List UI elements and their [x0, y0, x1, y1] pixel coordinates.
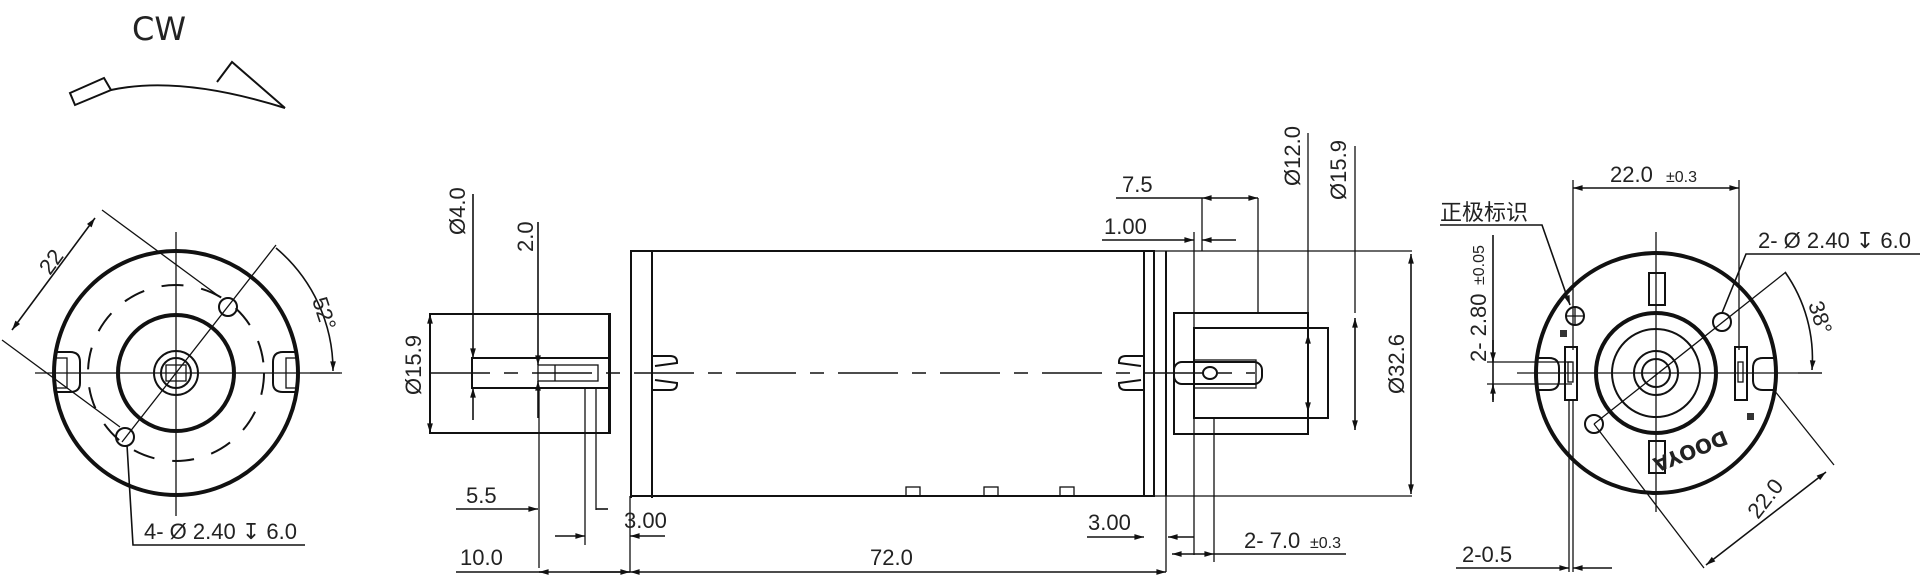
- terminal-spacing-tol: ±0.3: [1666, 169, 1697, 186]
- front-hole-callout: 4- Ø 2.40 ↧ 6.0: [144, 519, 297, 544]
- front-hole-spacing-dim: [11, 217, 96, 331]
- rotation-arrow-icon: [216, 60, 286, 109]
- rear-slot-top: [1648, 272, 1666, 306]
- front-ext-line: [1, 339, 121, 428]
- terminal-thickness-label: 2-0.5: [1462, 542, 1512, 567]
- terminal-slot: [1737, 361, 1744, 383]
- rear-hole-axis: [1593, 271, 1787, 425]
- terminal-length-label: 2- 7.0: [1244, 528, 1300, 553]
- terminal-base: [1193, 359, 1257, 389]
- rotation-direction-symbol: CW: [68, 10, 286, 109]
- front-left-clip: [56, 351, 81, 393]
- rear-hole-spacing-label: 22.0: [1742, 474, 1788, 523]
- terminal-tab: [1173, 361, 1263, 385]
- rear-inner-dia-label: Ø12.0: [1280, 126, 1305, 186]
- body-tab: [983, 486, 999, 497]
- motor-body: [630, 250, 1155, 497]
- shaft-length-label: 5.5: [466, 483, 497, 508]
- front-total-label: 10.0: [460, 545, 503, 570]
- rear-bearing-circle: [1611, 328, 1701, 418]
- rear-shaft-inner: [1641, 358, 1671, 388]
- rear-angle-arc: [1784, 271, 1816, 371]
- front-boss-dia-label: Ø15.9: [401, 335, 426, 395]
- front-flange-label: 3.00: [624, 508, 667, 533]
- rear-right-clip: [1752, 357, 1774, 391]
- rear-left-clip: [1538, 357, 1560, 391]
- rear-slot-bottom: [1648, 440, 1666, 474]
- polarity-leader: [1440, 224, 1571, 306]
- body-dia-label: Ø32.6: [1384, 334, 1409, 394]
- rotation-arc: [110, 84, 286, 109]
- rear-hole-callout-leader: [1721, 253, 1920, 314]
- rear-boss-dia-label: Ø15.9: [1326, 140, 1351, 200]
- front-angle-label: 52°: [307, 294, 341, 333]
- rear-clip-hook: [1118, 355, 1144, 391]
- terminal-slot: [1567, 361, 1574, 383]
- front-right-clip: [272, 351, 296, 393]
- front-angle-arc: [275, 247, 336, 372]
- rear-boss-circle: [1594, 311, 1718, 435]
- front-shaft-outer: [153, 350, 199, 396]
- ext-line: [1773, 389, 1835, 466]
- front-boss-circle: [116, 313, 236, 433]
- marker-square: [1560, 330, 1567, 337]
- rear-mounting-hole: [1584, 414, 1604, 434]
- front-mounting-hole: [115, 427, 135, 447]
- front-view: 22 52° 4- Ø 2.40 ↧ 6.0: [1, 209, 342, 546]
- rear-view: DOOYA 22.0 ±0.3 正极标识 2- Ø 2.40 ↧ 6.0 2- …: [1440, 162, 1920, 572]
- terminal-spacing-label: 22.0: [1610, 162, 1653, 187]
- shaft-dia-label: Ø4.0: [445, 187, 470, 235]
- marker-square: [1747, 413, 1754, 420]
- front-mounting-hole: [218, 297, 238, 317]
- front-bolt-circle: [87, 284, 265, 462]
- rear-gap-label: 1.00: [1104, 214, 1147, 239]
- terminal-width-tol: ±0.05: [1471, 245, 1488, 285]
- rear-offset-label: 7.5: [1122, 172, 1153, 197]
- rear-angle-label: 38°: [1803, 298, 1837, 337]
- front-right-clip-inner: [285, 357, 299, 389]
- front-hole-spacing-label: 22: [34, 244, 69, 279]
- side-view: Ø4.0 2.0 Ø15.9 5.5 3.00 10.0 72.0: [401, 126, 1414, 575]
- front-hole-callout-leader: [126, 444, 305, 546]
- body-tab: [1059, 486, 1075, 497]
- rear-shaft-outer: [1633, 350, 1679, 396]
- flat-dim-label: 2.0: [513, 221, 538, 252]
- terminal-length-tol: ±0.3: [1310, 535, 1341, 552]
- body-tab: [905, 486, 921, 497]
- terminal-width-label: 2- 2.80: [1466, 294, 1491, 363]
- rear-hole-spacing-dim: [1705, 471, 1827, 566]
- body-length-label: 72.0: [870, 545, 913, 570]
- ext-line: [1593, 423, 1705, 569]
- rotation-label: CW: [132, 10, 186, 48]
- rear-hole-callout: 2- Ø 2.40 ↧ 6.0: [1758, 228, 1911, 253]
- front-left-clip-inner: [54, 357, 68, 389]
- front-ext-line: [101, 209, 221, 298]
- rear-flange-label: 3.00: [1088, 510, 1131, 535]
- arc-start-tab-icon: [68, 76, 113, 107]
- shaft-flat: [537, 364, 599, 382]
- polarity-label: 正极标识: [1440, 200, 1528, 225]
- terminal-hole: [1202, 366, 1218, 380]
- rear-terminal-left: [1564, 346, 1578, 401]
- rear-outer-circle: [1534, 251, 1778, 495]
- front-shaft-inner: [160, 357, 192, 389]
- front-shaft-flat: [165, 364, 187, 382]
- rear-terminal-right: [1734, 346, 1748, 401]
- front-hole-axis: [121, 244, 277, 443]
- front-clip-hook: [652, 355, 678, 391]
